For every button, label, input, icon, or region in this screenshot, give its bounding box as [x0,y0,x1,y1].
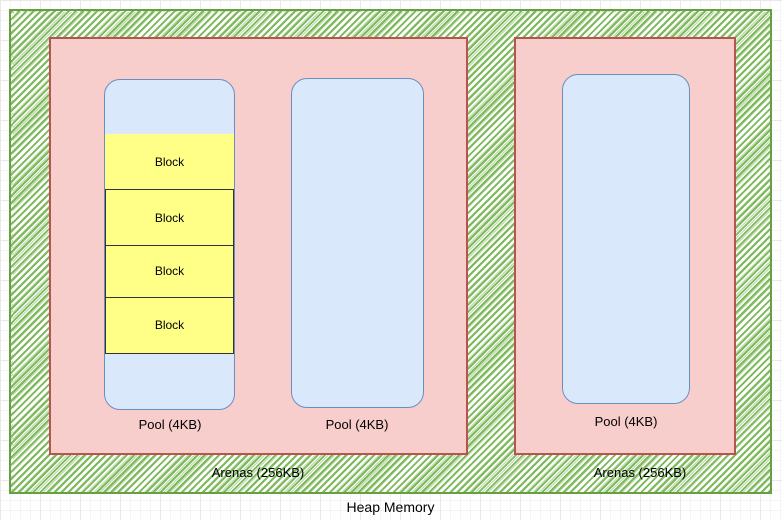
block-label: Block [154,154,185,169]
arena-region-2: Pool (4KB) [514,37,736,455]
memory-block: Block [105,134,234,189]
pool-label: Pool (4KB) [594,414,658,429]
block-label: Block [154,264,185,279]
arena-region-1: Block Block Block Block Pool (4KB) Pool … [49,37,468,455]
pool-region-3 [562,74,690,404]
memory-block: Block [105,244,234,298]
arena-label: Arenas (256KB) [593,465,687,480]
block-label: Block [154,318,185,333]
pool-region-1: Block Block Block Block [104,79,235,410]
heap-memory-region: Block Block Block Block Pool (4KB) Pool … [9,9,772,494]
pool-label: Pool (4KB) [138,417,202,432]
pool-region-2 [291,78,424,408]
block-label: Block [154,210,185,225]
memory-block: Block [105,296,234,354]
pool-label: Pool (4KB) [325,417,389,432]
arena-label: Arenas (256KB) [211,465,305,480]
heap-memory-label: Heap Memory [346,499,435,515]
memory-block: Block [105,189,234,246]
